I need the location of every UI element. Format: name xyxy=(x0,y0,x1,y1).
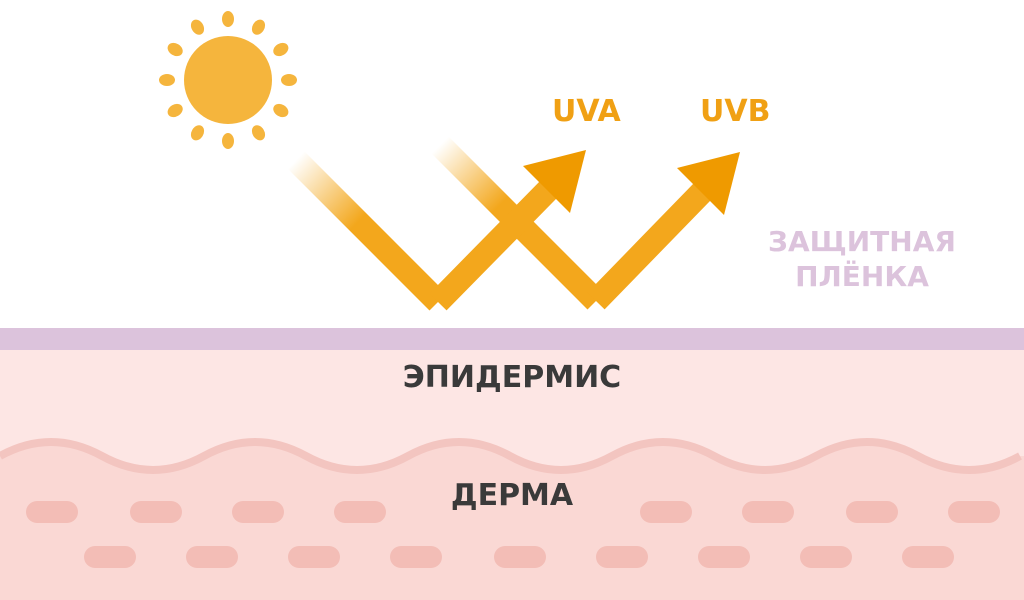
uvb-ray-arrow xyxy=(431,136,740,310)
dermis-cell xyxy=(186,546,238,568)
protective-film-label: ЗАЩИТНАЯ ПЛЁНКА xyxy=(752,224,972,294)
dermis-cells-row-1 xyxy=(26,501,1000,523)
dermis-cell xyxy=(846,501,898,523)
sun-rays xyxy=(159,11,297,149)
dermis-cell xyxy=(698,546,750,568)
skin-wave-boundary xyxy=(0,438,1022,474)
dermis-cell xyxy=(640,501,692,523)
uvb-reflected-ray xyxy=(587,183,711,310)
sun-icon xyxy=(159,11,297,149)
uva-ray-arrow xyxy=(287,150,586,311)
dermis-cell xyxy=(902,546,954,568)
uvb-arrowhead xyxy=(677,152,740,215)
dermis-cell xyxy=(232,501,284,523)
dermis-cell xyxy=(26,501,78,523)
dermis-cell xyxy=(494,546,546,568)
sun-core xyxy=(184,36,272,124)
dermis-cell xyxy=(742,501,794,523)
uva-reflected-ray xyxy=(429,181,557,311)
dermis-layer xyxy=(0,442,1024,600)
dermis-cell xyxy=(948,501,1000,523)
dermis-cells-row-2 xyxy=(84,546,954,568)
dermis-cell xyxy=(800,546,852,568)
dermis-label: ДЕРМА xyxy=(450,478,574,513)
protective-film-label-line-2: ПЛЁНКА xyxy=(795,260,929,293)
dermis-cell xyxy=(334,501,386,523)
epidermis-label: ЭПИДЕРМИС xyxy=(402,360,622,395)
dermis-cell xyxy=(130,501,182,523)
protective-film-label-line-1: ЗАЩИТНАЯ xyxy=(768,225,956,258)
uva-arrowhead xyxy=(523,150,586,213)
uva-incoming-ray xyxy=(287,151,447,311)
dermis-cell xyxy=(596,546,648,568)
dermis-cell xyxy=(84,546,136,568)
uva-label: UVA xyxy=(552,94,621,129)
uvb-label: UVB xyxy=(700,94,771,129)
dermis-cell xyxy=(390,546,442,568)
protective-film-layer xyxy=(0,328,1024,350)
dermis-cell xyxy=(288,546,340,568)
